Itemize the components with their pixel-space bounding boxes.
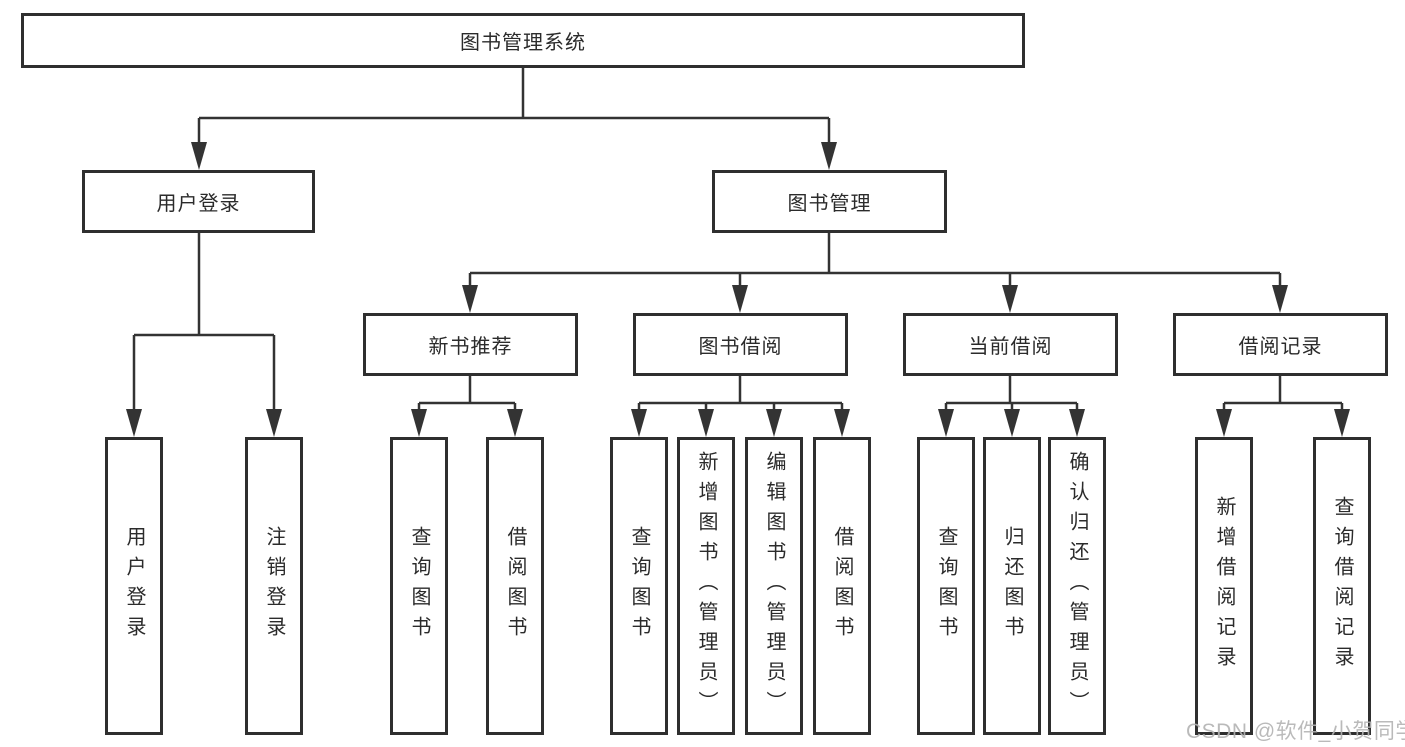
- node-user-login: 用户登录: [82, 170, 315, 233]
- connector-userlogin-to-leaves: [132, 233, 276, 412]
- node-book-borrow-label: 图书借阅: [698, 336, 783, 358]
- leaf-user-login: 用户登录: [105, 437, 163, 735]
- node-book-mgmt-label: 图书管理: [787, 193, 872, 215]
- leaf-bookborrow-query-book: 查询图书: [610, 437, 668, 735]
- leaf-newbookrec-query-book-label: 查询图书: [408, 526, 430, 646]
- leaf-logout-label: 注销登录: [263, 526, 285, 646]
- connector-currentborrow-to-leaves: [944, 376, 1079, 412]
- leaf-logout: 注销登录: [245, 437, 303, 735]
- leaf-currentborrow-return-book-label: 归还图书: [1001, 526, 1023, 646]
- node-new-book-rec-label: 新书推荐: [428, 336, 513, 358]
- node-current-borrow: 当前借阅: [903, 313, 1118, 376]
- node-borrow-record-label: 借阅记录: [1238, 336, 1323, 358]
- leaf-user-login-label: 用户登录: [123, 526, 145, 646]
- node-new-book-rec: 新书推荐: [363, 313, 578, 376]
- connector-newbookrec-to-leaves: [417, 376, 517, 412]
- leaf-newbookrec-borrow-book: 借阅图书: [486, 437, 544, 735]
- leaf-currentborrow-confirm-return-admin: 确认归还（管理员）: [1048, 437, 1106, 735]
- leaf-currentborrow-return-book: 归还图书: [983, 437, 1041, 735]
- leaf-bookborrow-edit-book-admin-label: 编辑图书（管理员）: [763, 451, 785, 721]
- connector-bookborrow-to-leaves: [637, 376, 844, 412]
- leaf-currentborrow-query-book: 查询图书: [917, 437, 975, 735]
- leaf-bookborrow-add-book-admin: 新增图书（管理员）: [677, 437, 735, 735]
- node-user-login-label: 用户登录: [156, 193, 241, 215]
- node-current-borrow-label: 当前借阅: [968, 336, 1053, 358]
- connector-root-to-level2: [197, 68, 831, 145]
- csdn-watermark: CSDN @软件_小贺同学: [1186, 720, 1405, 743]
- connector-borrowrecord-to-leaves: [1222, 376, 1344, 412]
- leaf-newbookrec-query-book: 查询图书: [390, 437, 448, 735]
- leaf-newbookrec-borrow-book-label: 借阅图书: [504, 526, 526, 646]
- leaf-bookborrow-borrow-book: 借阅图书: [813, 437, 871, 735]
- leaf-bookborrow-add-book-admin-label: 新增图书（管理员）: [695, 451, 717, 721]
- node-borrow-record: 借阅记录: [1173, 313, 1388, 376]
- leaf-bookborrow-edit-book-admin: 编辑图书（管理员）: [745, 437, 803, 735]
- leaf-currentborrow-query-book-label: 查询图书: [935, 526, 957, 646]
- leaf-borrowrecord-add-record: 新增借阅记录: [1195, 437, 1253, 735]
- leaf-borrowrecord-add-record-label: 新增借阅记录: [1213, 496, 1235, 676]
- node-root: 图书管理系统: [21, 13, 1025, 68]
- connector-bookmgmt-to-level3: [468, 233, 1282, 288]
- node-book-mgmt: 图书管理: [712, 170, 947, 233]
- leaf-borrowrecord-query-record-label: 查询借阅记录: [1331, 496, 1353, 676]
- leaf-currentborrow-confirm-return-admin-label: 确认归还（管理员）: [1066, 451, 1088, 721]
- node-root-label: 图书管理系统: [460, 32, 586, 54]
- node-book-borrow: 图书借阅: [633, 313, 848, 376]
- leaf-bookborrow-query-book-label: 查询图书: [628, 526, 650, 646]
- leaf-borrowrecord-query-record: 查询借阅记录: [1313, 437, 1371, 735]
- leaf-bookborrow-borrow-book-label: 借阅图书: [831, 526, 853, 646]
- arrowhead-icons: [126, 142, 1350, 437]
